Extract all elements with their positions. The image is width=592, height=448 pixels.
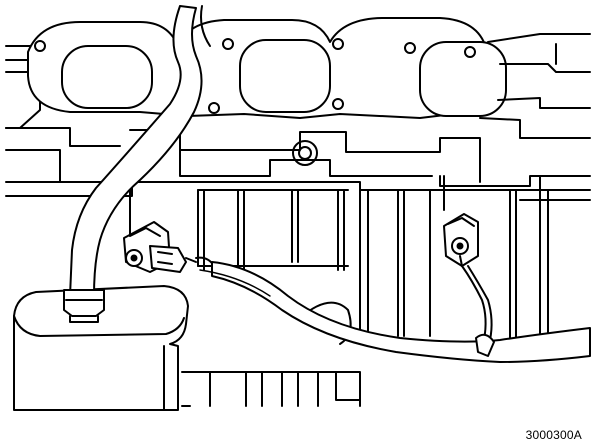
bolt-boss-icon — [292, 140, 318, 166]
port-right — [419, 41, 507, 117]
port-left — [61, 45, 153, 109]
bolt-hole-icon — [222, 38, 234, 50]
figure-id-label: 3000300A — [525, 428, 582, 442]
bolt-hole-icon — [34, 40, 46, 52]
vacuum-hose — [63, 5, 211, 323]
bolt-hole-icon — [332, 38, 344, 50]
bolt-hole-icon — [208, 102, 220, 114]
bolt-hole-icon — [464, 46, 476, 58]
bolt-hole-icon — [404, 42, 416, 54]
port-center — [239, 39, 331, 113]
intake-manifold-flange — [5, 17, 591, 167]
wiring-harness — [199, 261, 591, 363]
left-knock-sensor — [123, 221, 215, 273]
engine-block — [5, 129, 591, 407]
right-knock-sensor — [443, 213, 495, 357]
sensor-housing — [13, 285, 189, 411]
bolt-hole-icon — [332, 98, 344, 110]
